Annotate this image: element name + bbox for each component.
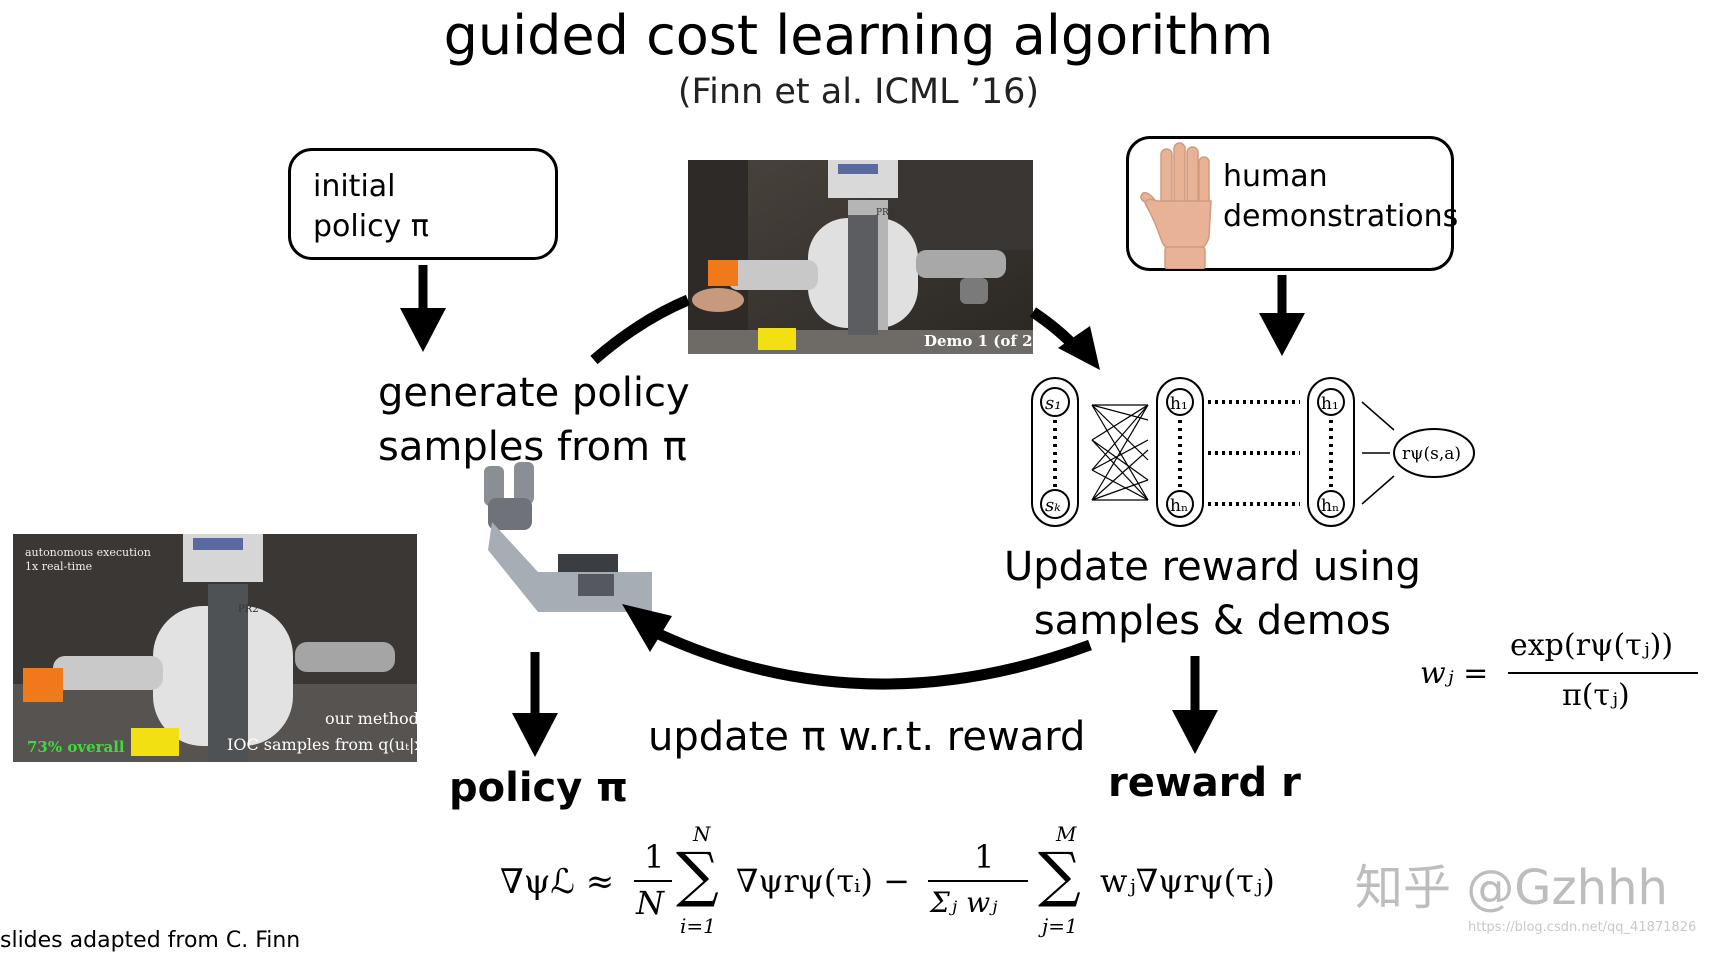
gradient-sum1-bottom: i=1 bbox=[680, 914, 716, 938]
weight-formula: wⱼ = exp(rψ(τⱼ)) π(τⱼ) bbox=[1420, 628, 1710, 718]
demo-video-caption: Demo 1 (of 20) bbox=[924, 332, 1033, 350]
network-hidden-top-1: h₁ bbox=[1170, 394, 1188, 414]
slide-title: guided cost learning algorithm bbox=[443, 4, 1274, 67]
result-video-frame: PR2 autonomous execution 1x real-time 73… bbox=[13, 534, 417, 762]
network-hidden-bottom-2: hₙ bbox=[1321, 496, 1339, 516]
arrow-cycle-bottom bbox=[622, 604, 1092, 690]
arrow-policy-output-down bbox=[512, 652, 558, 757]
result-caption-success-rate: 73% overall bbox=[27, 738, 125, 756]
arrow-cycle-top-right bbox=[1029, 307, 1100, 370]
gradient-frac2-den: Σⱼ wⱼ bbox=[930, 886, 998, 919]
gradient-formula: ∇ψℒ ≈ 1 N N ∑ i=1 ∇ψrψ(τᵢ) − 1 Σⱼ wⱼ M ∑… bbox=[500, 822, 1300, 940]
gradient-sum2-sigma: ∑ bbox=[1038, 840, 1081, 910]
generate-samples-step: generate policy samples from π bbox=[378, 370, 690, 470]
initial-policy-box: initial policy π bbox=[288, 148, 558, 260]
update-policy-label: update π w.r.t. reward bbox=[648, 714, 1086, 760]
result-caption-autonomous: autonomous execution bbox=[25, 546, 151, 559]
slide-footer: slides adapted from C. Finn bbox=[0, 928, 301, 953]
human-demonstrations-box: human demonstrations bbox=[1126, 136, 1458, 271]
initial-policy-label: initial policy π bbox=[313, 169, 429, 244]
gradient-frac2-num: 1 bbox=[974, 838, 995, 876]
weight-formula-numerator: exp(rψ(τⱼ)) bbox=[1510, 628, 1674, 663]
gradient-sum2-bottom: j=1 bbox=[1042, 914, 1078, 938]
weight-formula-denominator: π(τⱼ) bbox=[1562, 678, 1630, 713]
slide-subtitle: (Finn et al. ICML ’16) bbox=[677, 72, 1040, 112]
gradient-sum1-top: N bbox=[693, 822, 711, 846]
arrow-cycle-top-left bbox=[590, 294, 691, 365]
network-hidden-bottom-1: hₙ bbox=[1170, 496, 1188, 516]
result-caption-samples: IOC samples from q(uₜ|xₜ) bbox=[227, 735, 417, 754]
network-input-top: s₁ bbox=[1045, 393, 1061, 414]
human-demonstrations-label: human demonstrations bbox=[1223, 159, 1459, 234]
network-input-bottom: sₖ bbox=[1045, 495, 1061, 516]
robot-gripper-image bbox=[484, 462, 652, 612]
gradient-frac1-bar bbox=[634, 880, 672, 882]
arrow-initial-policy-down bbox=[400, 265, 446, 352]
policy-output-label: policy π bbox=[449, 765, 628, 811]
result-caption-realtime: 1x real-time bbox=[25, 560, 92, 573]
network-output-reward: rψ(s,a) bbox=[1402, 444, 1461, 464]
result-caption-method: our method bbox=[325, 709, 417, 728]
gradient-term2: wⱼ∇ψrψ(τⱼ) bbox=[1100, 862, 1275, 900]
arrow-reward-output-down bbox=[1172, 656, 1218, 754]
source-url: https://blog.csdn.net/qq_41871826 bbox=[1468, 920, 1697, 935]
demo-video-frame: PR2 Demo 1 (of 20) bbox=[688, 160, 1033, 354]
reward-output-label: reward r bbox=[1108, 760, 1301, 806]
result-robot-label: PR2 bbox=[238, 604, 259, 615]
gradient-frac1-den: N bbox=[636, 884, 664, 922]
arrow-demos-down bbox=[1259, 275, 1305, 356]
demo-robot-label: PR2 bbox=[876, 208, 895, 218]
update-reward-step: Update reward using samples & demos bbox=[1004, 544, 1421, 644]
gradient-frac2-bar bbox=[928, 880, 1028, 882]
network-hidden-top-2: h₁ bbox=[1321, 394, 1339, 414]
gradient-lhs: ∇ψℒ ≈ bbox=[500, 862, 615, 902]
site-watermark: 知乎 @Gzhhh bbox=[1355, 860, 1668, 916]
hand-icon bbox=[1140, 142, 1212, 269]
gradient-term1: ∇ψrψ(τᵢ) − bbox=[736, 862, 910, 900]
reward-network-diagram: s₁ sₖ h₁ hₙ h₁ hₙ rψ(s,a) bbox=[1031, 377, 1475, 527]
gradient-frac1-num: 1 bbox=[644, 838, 665, 876]
gradient-sum1-sigma: ∑ bbox=[676, 840, 719, 910]
weight-formula-lhs: wⱼ = bbox=[1420, 656, 1489, 691]
gradient-sum2-top: M bbox=[1056, 822, 1077, 846]
weight-formula-fraction-bar bbox=[1508, 672, 1698, 674]
